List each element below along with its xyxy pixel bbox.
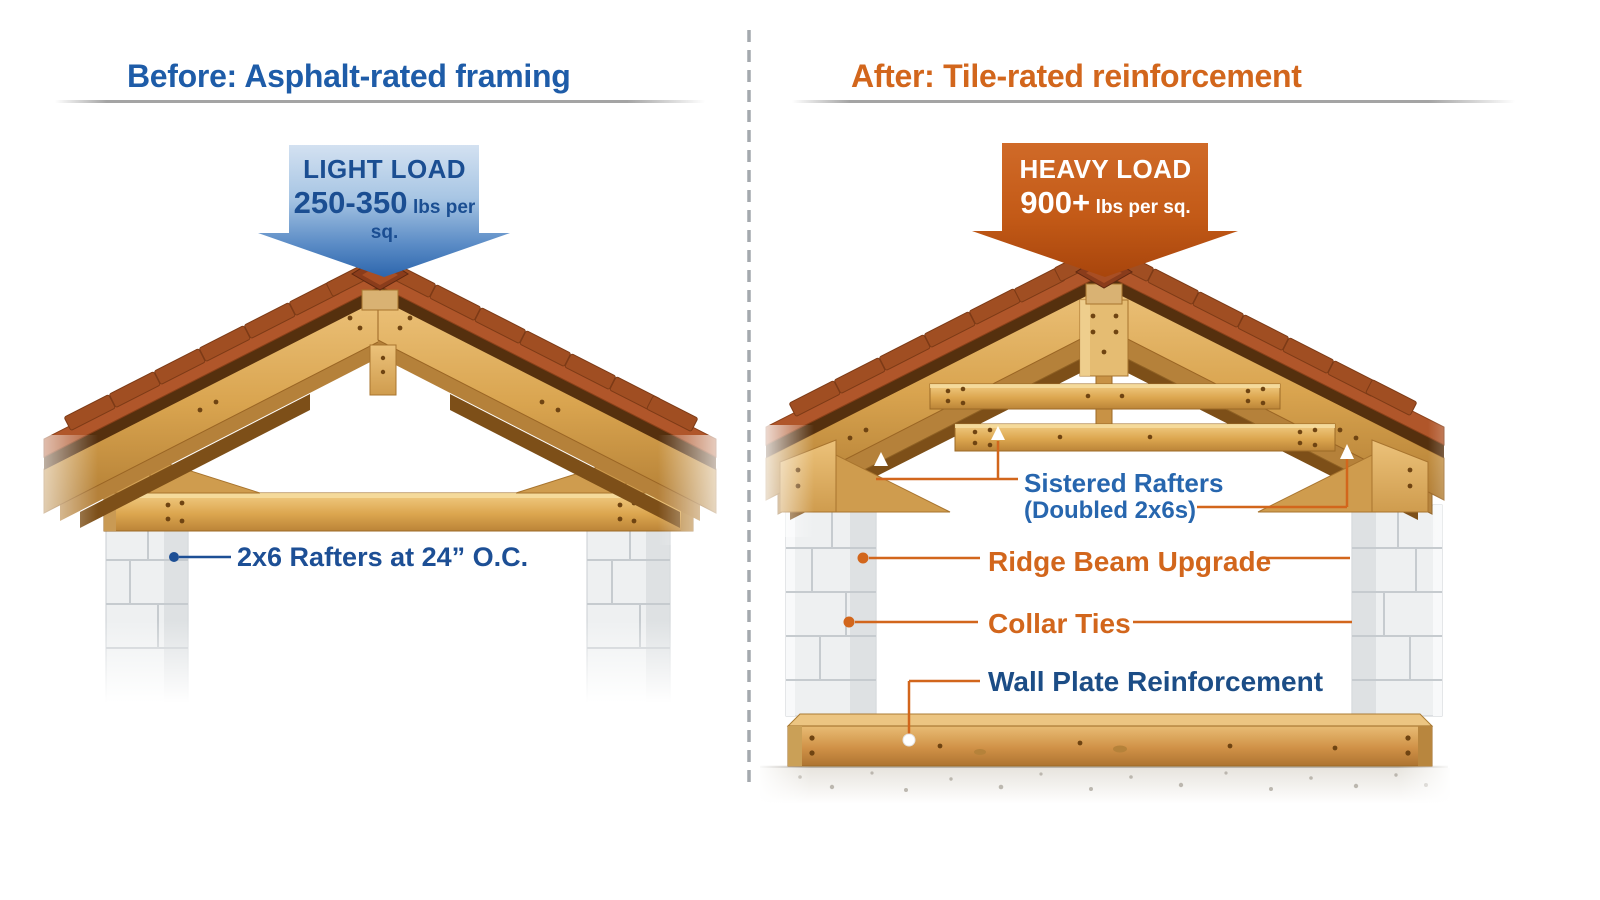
wall-plate-leader — [902, 679, 980, 747]
sistered-rafters-text: Sistered Rafters — [1024, 468, 1224, 498]
before-title-underline — [55, 100, 705, 103]
before-right-wall — [582, 519, 678, 712]
after-eave-blocks — [779, 439, 1429, 513]
light-load-arrow — [258, 145, 510, 277]
label-sistered-rafters: Sistered Rafters (Doubled 2x6s) — [1024, 468, 1224, 525]
after-title: After: Tile-rated reinforcement — [851, 58, 1302, 94]
before-title: Before: Asphalt-rated framing — [127, 58, 571, 94]
after-ground — [756, 764, 1453, 808]
after-collar-ties — [929, 383, 1336, 452]
after-roof-tiles — [765, 245, 1445, 458]
before-roof-tiles — [43, 255, 717, 470]
before-tie-beam — [103, 492, 694, 532]
after-ridge-beam — [1079, 299, 1129, 377]
ridge-cap-block — [361, 289, 399, 311]
after-structure — [752, 245, 1504, 808]
heavy-load-arrow — [972, 143, 1238, 277]
sistered-rafters-subtext: (Doubled 2x6s) — [1024, 497, 1197, 525]
before-left-wall — [100, 519, 196, 712]
after-title-underline — [792, 100, 1515, 103]
before-king-post — [369, 344, 397, 396]
after-leaders — [843, 426, 1354, 747]
label-2x6-rafters: 2x6 Rafters at 24” O.C. — [237, 542, 529, 572]
before-structure — [10, 255, 742, 712]
before-rafter-leader — [169, 552, 231, 562]
label-collar-ties: Collar Ties — [988, 608, 1131, 639]
after-left-wall — [785, 504, 877, 717]
after-wall-plate — [786, 713, 1434, 767]
after-right-wall — [1351, 504, 1443, 717]
sistered-rafters-leader — [874, 426, 1354, 509]
ridge-beam-leader — [857, 552, 1350, 564]
collar-ties-leader — [843, 616, 1352, 628]
label-ridge-beam: Ridge Beam Upgrade — [988, 546, 1272, 577]
label-wall-plate: Wall Plate Reinforcement — [988, 666, 1324, 697]
before-rafters — [43, 295, 717, 528]
